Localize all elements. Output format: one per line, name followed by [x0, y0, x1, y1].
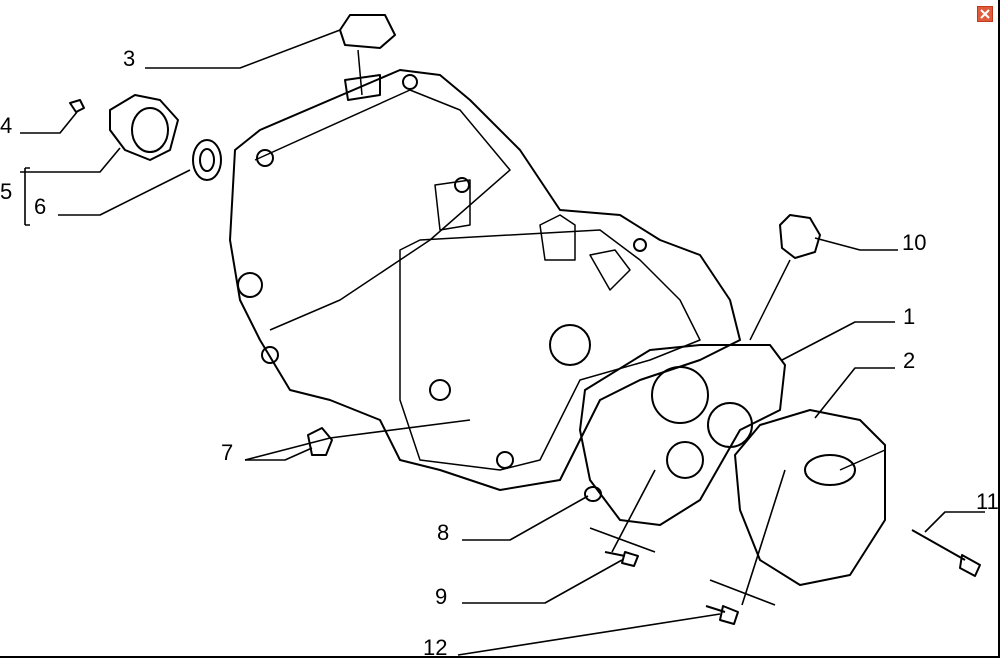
close-button[interactable] — [977, 6, 993, 22]
callout-11: 11 — [976, 489, 999, 514]
part-2-cover — [734, 409, 886, 586]
part-4-screw — [69, 99, 85, 113]
callout-12: 12 — [423, 635, 448, 658]
part-1-plate — [579, 344, 786, 526]
callout-8: 8 — [437, 520, 450, 545]
part-10-plug — [779, 214, 821, 259]
part-6-seal — [192, 139, 222, 181]
callout-4: 4 — [0, 113, 13, 138]
callout-6: 6 — [34, 194, 47, 219]
callout-1: 1 — [903, 304, 916, 329]
callout-5: 5 — [0, 179, 13, 204]
gearbox-housing — [229, 69, 741, 491]
leader-lines — [20, 29, 985, 656]
part-3-cap — [339, 14, 396, 49]
part-12-bolt — [705, 605, 739, 625]
part-11-bolt — [911, 529, 981, 577]
callout-3: 3 — [123, 46, 136, 71]
part-5-sleeve — [109, 94, 179, 161]
callout-7: 7 — [221, 440, 234, 465]
part-8-washer — [584, 486, 602, 502]
frame-border-bottom — [0, 656, 1000, 658]
part-9-bolt — [604, 551, 639, 567]
frame-border-right — [998, 0, 1000, 658]
callout-2: 2 — [903, 348, 916, 373]
callout-10: 10 — [902, 230, 927, 255]
close-icon — [980, 9, 990, 19]
part-7-plug — [307, 427, 333, 456]
callout-9: 9 — [435, 584, 448, 609]
